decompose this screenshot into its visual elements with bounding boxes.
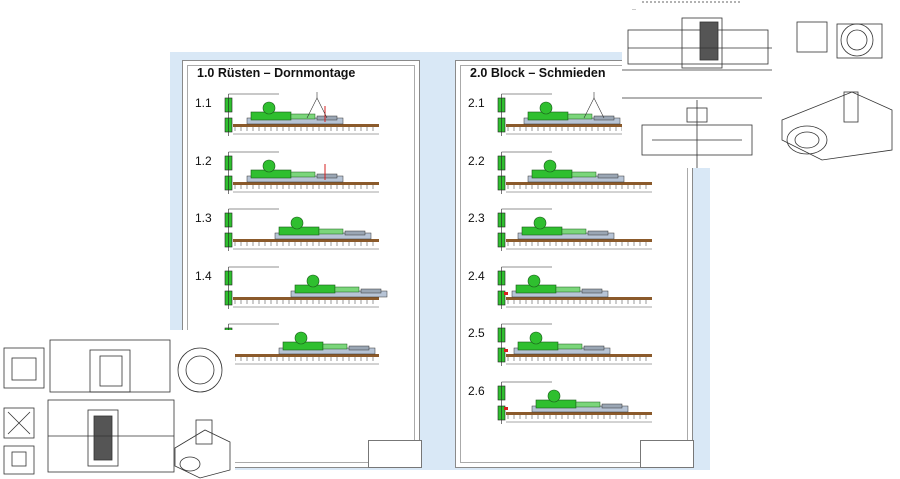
step-diagram [492, 207, 712, 259]
title-block-2 [640, 440, 694, 468]
forging-machine-icon [224, 323, 379, 366]
step-number: 1.4 [195, 269, 212, 283]
step-diagram [492, 265, 712, 317]
step-diagram [492, 322, 712, 374]
process-step-1-4[interactable]: 2.5 [468, 322, 690, 374]
forging-machine-icon [224, 266, 388, 309]
step-diagram [219, 207, 439, 259]
step-diagram [219, 322, 439, 374]
step-diagram [219, 92, 439, 144]
process-step-0-2[interactable]: 1.3 [195, 207, 417, 259]
forging-machine-icon [224, 208, 379, 251]
step-number: 1.3 [195, 211, 212, 225]
process-step-1-2[interactable]: 2.3 [468, 207, 690, 259]
sheet-2-frame [460, 65, 688, 463]
forging-machine-icon [497, 381, 652, 424]
process-step-0-0[interactable]: 1.1 [195, 92, 417, 144]
step-diagram [219, 150, 439, 202]
step-diagram [219, 265, 439, 317]
technical-drawing-bottomleft [0, 330, 235, 479]
process-step-1-3[interactable]: 2.4 [468, 265, 690, 317]
forging-machine-icon [497, 266, 652, 309]
svg-text:—: — [632, 6, 636, 11]
step-number: 1.1 [195, 96, 212, 110]
forging-machine-icon [497, 323, 652, 366]
process-step-0-3[interactable]: 1.4 [195, 265, 417, 317]
step-number: 2.1 [468, 96, 485, 110]
step-number: 2.5 [468, 326, 485, 340]
sheet-1-frame [187, 65, 415, 463]
forging-machine-icon [497, 151, 652, 194]
sheet-1-title: 1.0 Rüsten – Dornmontage [197, 66, 356, 80]
forging-machine-icon [497, 208, 652, 251]
step-diagram [492, 380, 712, 432]
process-step-1-1[interactable]: 2.2 [468, 150, 690, 202]
sheet-2-title: 2.0 Block – Schmieden [470, 66, 606, 80]
step-number: 2.3 [468, 211, 485, 225]
process-step-1-0[interactable]: 2.1 [468, 92, 690, 144]
process-step-0-1[interactable]: 1.2 [195, 150, 417, 202]
title-block-1 [368, 440, 422, 468]
forging-machine-icon [224, 151, 379, 194]
forging-machine-icon [224, 92, 379, 136]
process-step-1-5[interactable]: 2.6 [468, 380, 690, 432]
technical-drawing-topright: — [622, 0, 900, 168]
step-diagram [492, 150, 712, 202]
step-number: 2.2 [468, 154, 485, 168]
step-number: 2.4 [468, 269, 485, 283]
step-number: 2.6 [468, 384, 485, 398]
step-number: 1.2 [195, 154, 212, 168]
